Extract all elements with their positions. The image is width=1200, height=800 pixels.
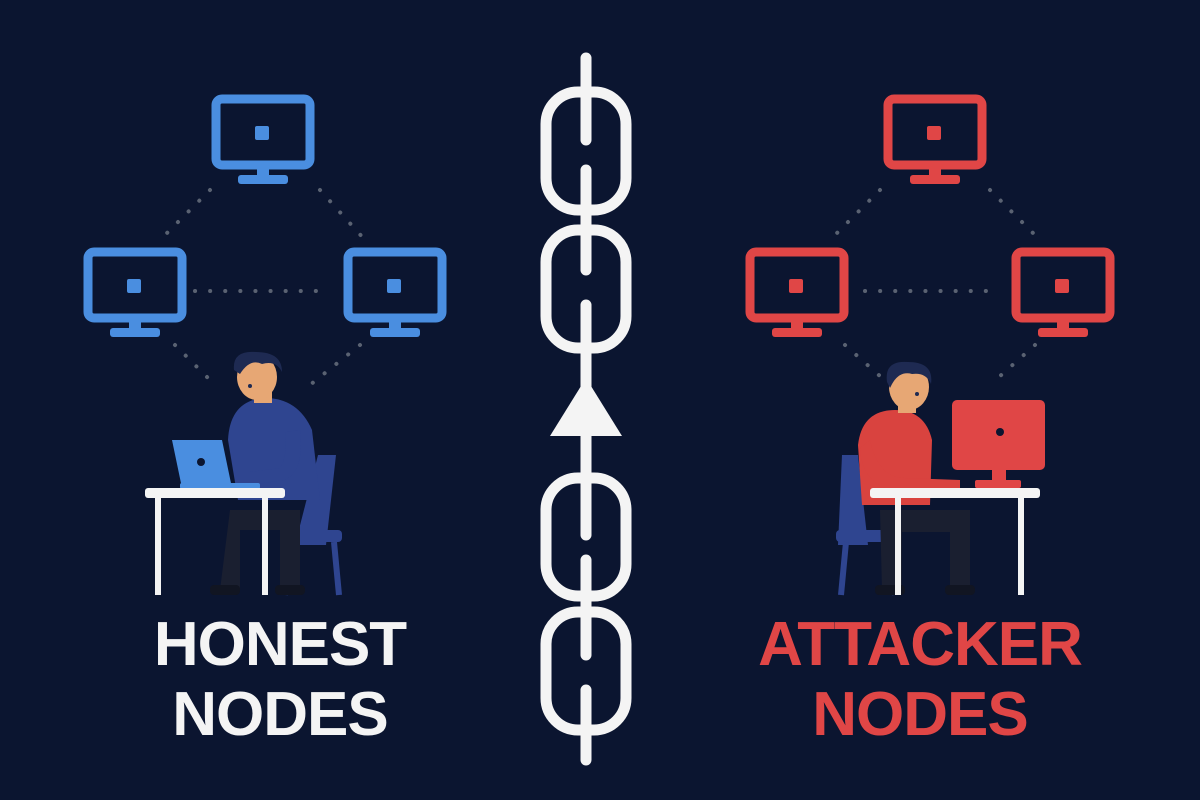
attacker-computer-icon: [888, 99, 982, 184]
attacker-label-line2: NODES: [812, 680, 1028, 749]
attacker-person-icon: [836, 361, 1045, 596]
attacker-computer-icon: [750, 252, 844, 337]
honest-person-icon: [145, 351, 342, 596]
attacker-connections: [828, 188, 1042, 387]
honest-connections: [158, 188, 367, 387]
attacker-computer-icon: [1016, 252, 1110, 337]
attacker-network: [750, 99, 1110, 596]
attacker-nodes-label: ATTACKER NODES: [735, 610, 1105, 750]
honest-nodes-label: HONEST NODES: [120, 610, 440, 750]
attacker-label-line1: ATTACKER: [758, 610, 1083, 679]
honest-computer-icon: [216, 99, 310, 184]
honest-computer-icon: [348, 252, 442, 337]
honest-computer-icon: [88, 252, 182, 337]
honest-label-line1: HONEST: [153, 610, 407, 679]
blockchain-chain: [540, 52, 632, 766]
arrow-up-icon: [550, 378, 622, 436]
honest-network: [88, 99, 442, 596]
honest-label-line2: NODES: [172, 680, 388, 749]
